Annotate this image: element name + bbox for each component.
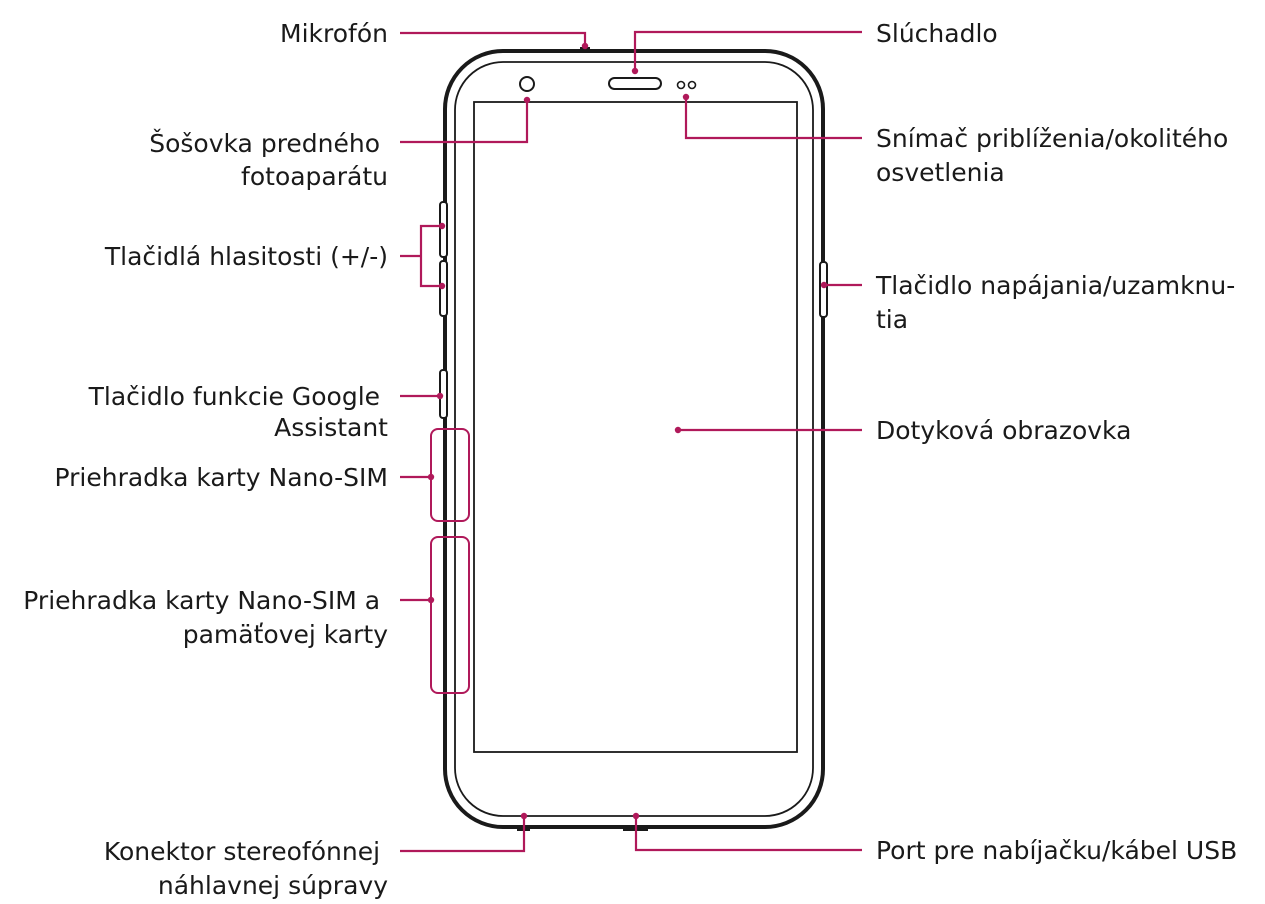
volume-up-dot <box>438 222 446 230</box>
sim-tray-highlight <box>430 428 470 522</box>
front-camera-leader <box>400 100 529 144</box>
power-button <box>819 261 828 318</box>
label-front-camera: Šošovka predného fotoaparátu <box>149 128 388 191</box>
label-microphone: Mikrofón <box>280 19 388 48</box>
touchscreen-area <box>473 101 798 753</box>
power-dot <box>820 281 828 289</box>
label-assistant-button: Tlačidlo funkcie Google Assistant <box>88 382 389 442</box>
sim-memory-tray-highlight <box>430 536 470 694</box>
front-camera-dot <box>523 96 531 104</box>
proximity-sensor-dot <box>676 80 686 90</box>
usb-dot <box>632 812 640 820</box>
touchscreen-dot <box>674 426 682 434</box>
microphone-dot <box>581 42 589 50</box>
earpiece-slot <box>608 77 662 90</box>
phone-outer-shell <box>443 49 825 829</box>
volume-up-button <box>439 201 448 258</box>
proximity-leader <box>684 97 862 140</box>
label-earpiece: Slúchadlo <box>876 19 998 48</box>
label-usb-port: Port pre nabíjačku/kábel USB <box>876 836 1237 865</box>
label-sim-memory-tray: Priehradka karty Nano-SIM a pamäťovej ka… <box>23 586 388 649</box>
volume-leader <box>419 224 442 288</box>
volume-down-dot <box>438 282 446 290</box>
ambient-sensor-dot <box>687 80 697 90</box>
proximity-dot <box>682 93 690 101</box>
front-camera-icon <box>519 76 535 92</box>
assistant-dot <box>436 392 444 400</box>
label-touchscreen: Dotyková obrazovka <box>876 416 1131 445</box>
phone-inner-bezel <box>454 61 814 817</box>
headset-jack-dot <box>520 812 528 820</box>
usb-leader <box>634 816 862 852</box>
label-proximity-sensor: Snímač priblíženia/okolitého osvetlenia <box>876 124 1236 187</box>
headset-jack-leader <box>400 816 526 853</box>
sim-memory-tray-dot <box>427 596 435 604</box>
label-volume-buttons: Tlačidlá hlasitosti (+/-) <box>104 242 388 271</box>
earpiece-dot <box>631 67 639 75</box>
phone-outline <box>439 47 828 831</box>
earpiece-leader <box>633 30 862 71</box>
label-sim-tray: Priehradka karty Nano-SIM <box>55 463 389 492</box>
sim-tray-dot <box>427 473 435 481</box>
label-power-button: Tlačidlo napájania/uzamknu- tia <box>875 271 1243 334</box>
label-headset-jack: Konektor stereofónnej náhlavnej súpravy <box>104 837 388 900</box>
microphone-leader <box>400 31 587 46</box>
